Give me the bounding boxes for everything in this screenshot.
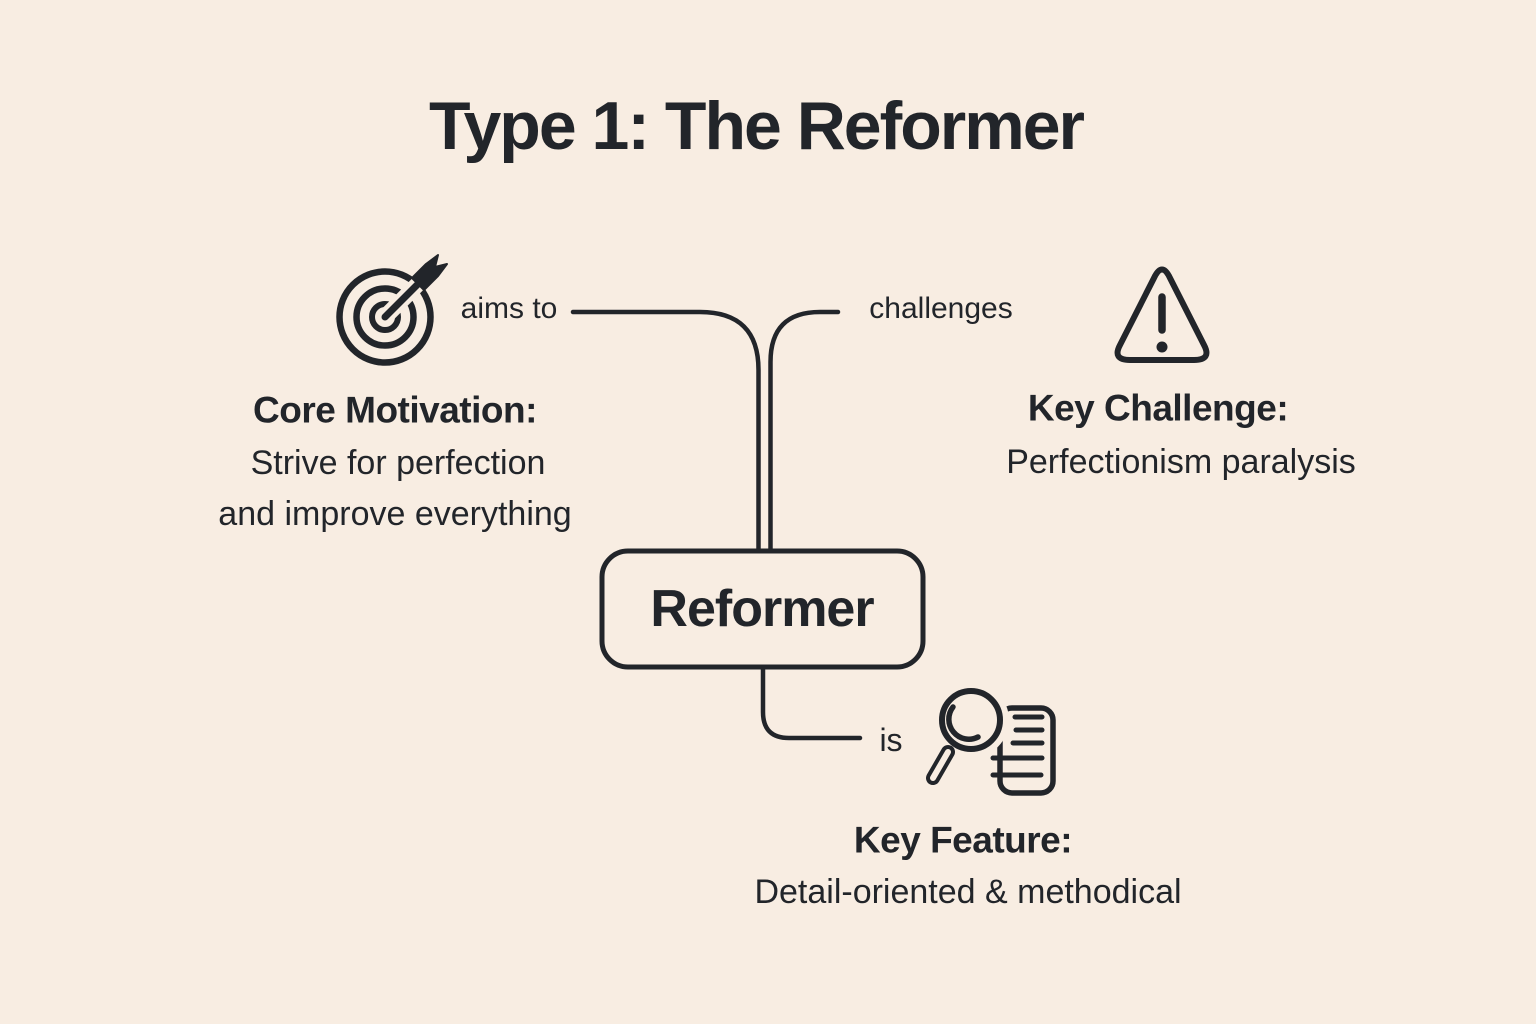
core-motivation-line2: and improve everything bbox=[218, 495, 572, 533]
reformer-node-label: Reformer bbox=[650, 580, 874, 638]
edge-motivation-line bbox=[570, 309, 761, 556]
key-feature-line1: Detail-oriented & methodical bbox=[754, 873, 1182, 911]
target-arrow-icon bbox=[336, 251, 451, 366]
warning-triangle-icon bbox=[1114, 266, 1210, 363]
magnifier-document-icon bbox=[926, 682, 1056, 796]
exclamation-dot bbox=[1156, 341, 1168, 353]
arrow-fletching bbox=[411, 254, 448, 291]
edge-label-aims-to: aims to bbox=[460, 292, 558, 325]
key-feature-heading: Key Feature: bbox=[853, 819, 1073, 861]
edge-label-is: is bbox=[879, 722, 903, 758]
document-outline bbox=[997, 705, 1056, 796]
key-challenge-heading: Key Challenge: bbox=[1027, 387, 1289, 429]
core-motivation-heading: Core Motivation: bbox=[253, 389, 537, 431]
page-title: Type 1: The Reformer bbox=[428, 88, 1085, 164]
key-challenge-line1: Perfectionism paralysis bbox=[1006, 443, 1356, 481]
edge-feature-line bbox=[760, 663, 863, 741]
document-text-lines bbox=[990, 714, 1045, 778]
core-motivation-line1: Strive for perfection bbox=[250, 444, 546, 482]
lens-crescent bbox=[946, 704, 981, 742]
edge-label-challenges: challenges bbox=[869, 292, 1013, 325]
triangle-outline bbox=[1114, 266, 1210, 363]
connector-lines bbox=[570, 309, 863, 741]
magnifier-handle-inner bbox=[930, 749, 951, 781]
edge-challenge-line bbox=[768, 309, 841, 556]
reformer-node-box bbox=[599, 548, 926, 670]
